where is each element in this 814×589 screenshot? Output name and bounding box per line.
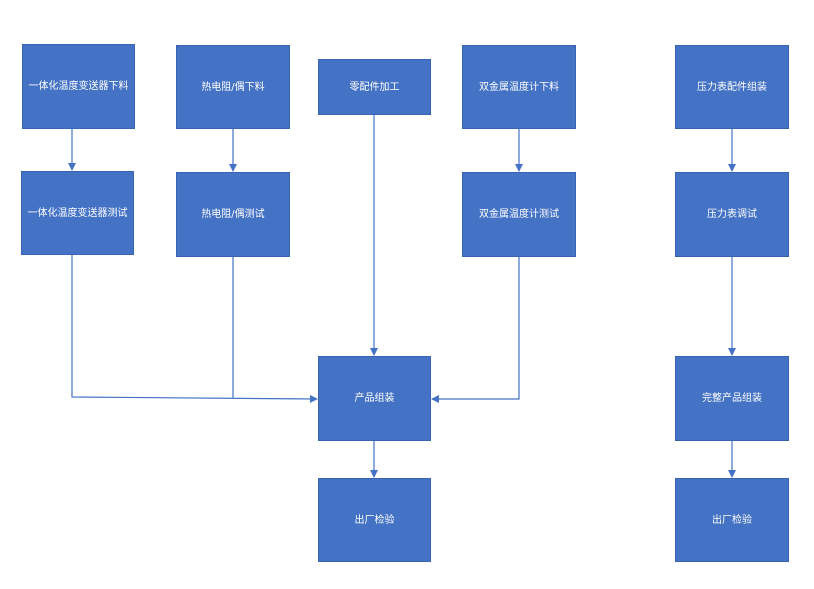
- node-label: 双金属温度计下料: [479, 81, 559, 93]
- node-label: 压力表配件组装: [697, 81, 767, 93]
- connector-ytt-test-to-assembly: [71, 255, 318, 403]
- node-full-assembly[interactable]: 完整产品组装: [675, 356, 789, 441]
- node-label: 出厂检验: [712, 514, 752, 526]
- node-gauge-inspection[interactable]: 出厂检验: [675, 478, 789, 562]
- node-label: 热电阻/偶下料: [201, 81, 265, 93]
- node-label: 零配件加工: [349, 81, 400, 93]
- connector-bimetal-test-to-assembly: [431, 257, 520, 403]
- node-label: 一体化温度变送器测试: [27, 207, 128, 219]
- node-bimetal-cut[interactable]: 双金属温度计下料: [462, 45, 576, 129]
- node-label: 出厂检验: [354, 514, 395, 526]
- node-inspection[interactable]: 出厂检验: [318, 478, 431, 562]
- node-assembly[interactable]: 产品组装: [318, 356, 431, 441]
- node-label: 双金属温度计测试: [479, 209, 559, 220]
- node-gauge-assembly[interactable]: 压力表配件组装: [675, 45, 789, 129]
- node-label: 产品组装: [354, 393, 395, 404]
- node-bimetal-test[interactable]: 双金属温度计测试: [462, 172, 576, 257]
- node-label: 压力表调试: [707, 209, 757, 220]
- node-parts[interactable]: 零配件加工: [318, 59, 431, 115]
- node-ytt-cut[interactable]: 一体化温度变送器下料: [22, 44, 135, 129]
- node-gauge-test[interactable]: 压力表调试: [675, 172, 789, 257]
- node-rtd-cut[interactable]: 热电阻/偶下料: [176, 45, 290, 129]
- node-label: 一体化温度变送器下料: [28, 81, 129, 92]
- node-ytt-test[interactable]: 一体化温度变送器测试: [21, 171, 134, 255]
- node-label: 完整产品组装: [702, 393, 762, 404]
- node-rtd-test[interactable]: 热电阻/偶测试: [176, 172, 290, 257]
- node-label: 热电阻/偶测试: [201, 209, 265, 220]
